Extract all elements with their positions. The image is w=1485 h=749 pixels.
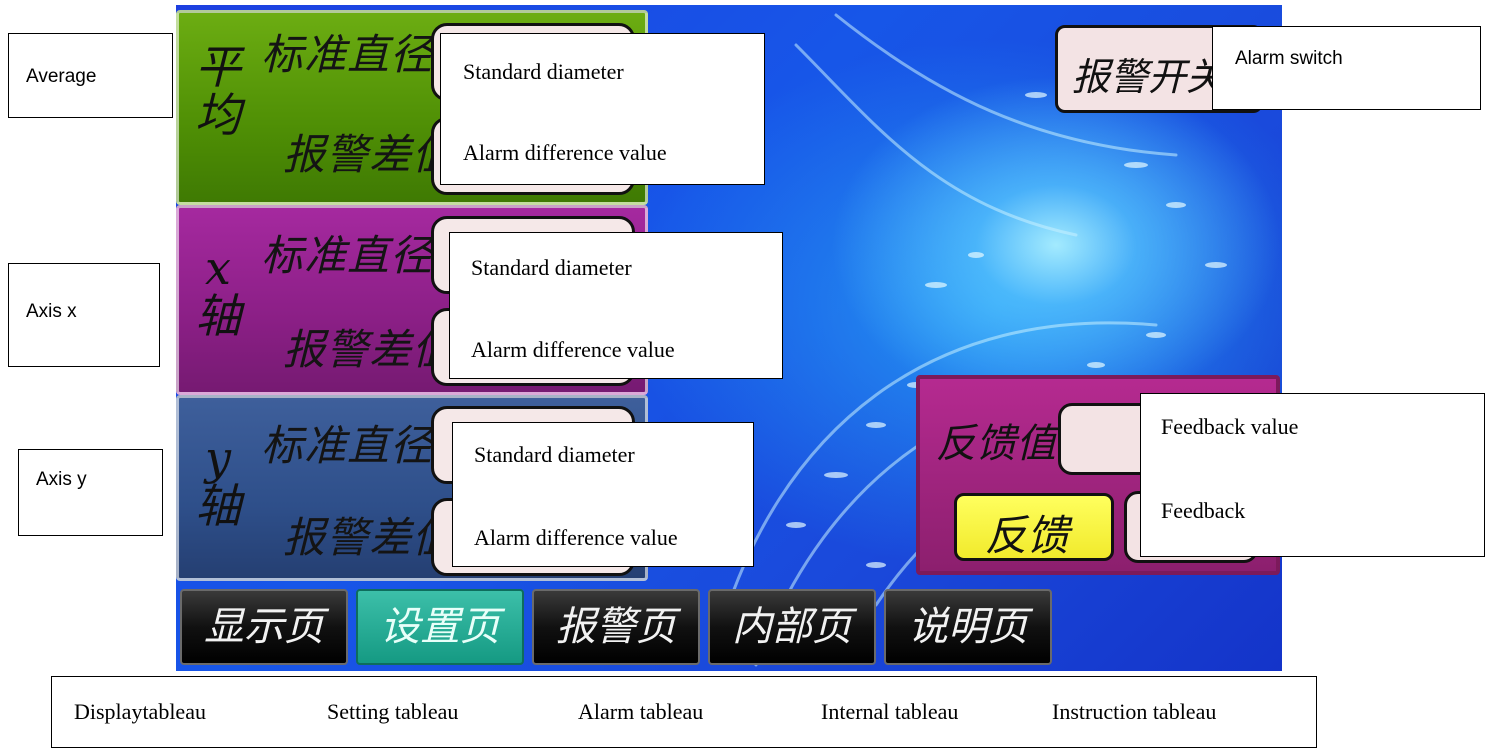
annotation-average-standard-text: Standard diameter <box>463 59 624 84</box>
annotation-feedback-value-text: Feedback value <box>1161 414 1299 439</box>
annotation-axis-y: Axis y <box>18 449 163 536</box>
average-side-char-2: 均 <box>195 88 241 142</box>
alarm-switch-label: 报警开关 <box>1072 55 1225 99</box>
annotation-axis-y-text: Axis y <box>36 469 87 490</box>
feedback-button-label: 反馈 <box>985 511 1070 560</box>
annotation-axis-x: Axis x <box>8 263 160 367</box>
annotation-average: Average <box>8 33 173 118</box>
nav-setting-page[interactable]: 设置页 <box>356 589 524 665</box>
annotation-tab-display: Displaytableau <box>74 699 206 724</box>
x-axis-side-char-2: 轴 <box>195 289 241 343</box>
page-navigation: 显示页 设置页 报警页 内部页 说明页 <box>176 585 1052 667</box>
feedback-button[interactable]: 反馈 <box>954 493 1114 561</box>
feedback-value-label: 反馈值 <box>936 421 1056 467</box>
annotation-tab-alarm: Alarm tableau <box>578 699 704 724</box>
nav-alarm-page[interactable]: 报警页 <box>532 589 700 665</box>
annotation-average-fields: Standard diameter Alarm difference value <box>440 33 765 185</box>
annotation-alarm-switch-text: Alarm switch <box>1235 48 1343 69</box>
average-side-char-1: 平 <box>195 40 241 94</box>
annotation-alarm-switch: Alarm switch <box>1212 26 1481 110</box>
average-side-label: 平 均 <box>193 43 243 139</box>
annotation-y-fields: Standard diameter Alarm difference value <box>452 422 754 567</box>
average-standard-diameter-label: 标准直径 <box>261 30 434 79</box>
annotation-y-alarm-text: Alarm difference value <box>474 525 678 550</box>
y-axis-side-char-2: 轴 <box>195 479 241 533</box>
nav-instruction-page[interactable]: 说明页 <box>884 589 1052 665</box>
nav-display-page[interactable]: 显示页 <box>180 589 348 665</box>
annotation-x-standard-text: Standard diameter <box>471 255 632 280</box>
y-standard-diameter-label: 标准直径 <box>261 421 434 470</box>
annotation-x-alarm-text: Alarm difference value <box>471 337 675 362</box>
annotation-average-alarm-text: Alarm difference value <box>463 140 667 165</box>
annotation-tab-internal: Internal tableau <box>821 699 959 724</box>
x-standard-diameter-label: 标准直径 <box>261 231 434 280</box>
nav-internal-page[interactable]: 内部页 <box>708 589 876 665</box>
annotation-tab-instruction: Instruction tableau <box>1052 699 1217 724</box>
annotation-tab-setting: Setting tableau <box>327 699 459 724</box>
annotation-x-fields: Standard diameter Alarm difference value <box>449 232 783 379</box>
x-axis-side-label: x 轴 <box>193 244 243 340</box>
annotation-feedback: Feedback value Feedback <box>1140 393 1485 557</box>
annotation-average-text: Average <box>26 66 97 87</box>
average-alarm-difference-label: 报警差值 <box>283 130 456 179</box>
y-axis-side-char-1: y <box>205 431 231 485</box>
y-axis-side-label: y 轴 <box>193 434 243 530</box>
x-alarm-difference-label: 报警差值 <box>283 325 456 374</box>
annotation-feedback-text: Feedback <box>1161 498 1246 523</box>
y-alarm-difference-label: 报警差值 <box>283 513 456 562</box>
x-axis-side-char-1: x <box>205 241 231 295</box>
annotation-tab-bar: Displaytableau Setting tableau Alarm tab… <box>51 676 1317 748</box>
annotation-y-standard-text: Standard diameter <box>474 442 635 467</box>
annotation-axis-x-text: Axis x <box>26 301 77 322</box>
